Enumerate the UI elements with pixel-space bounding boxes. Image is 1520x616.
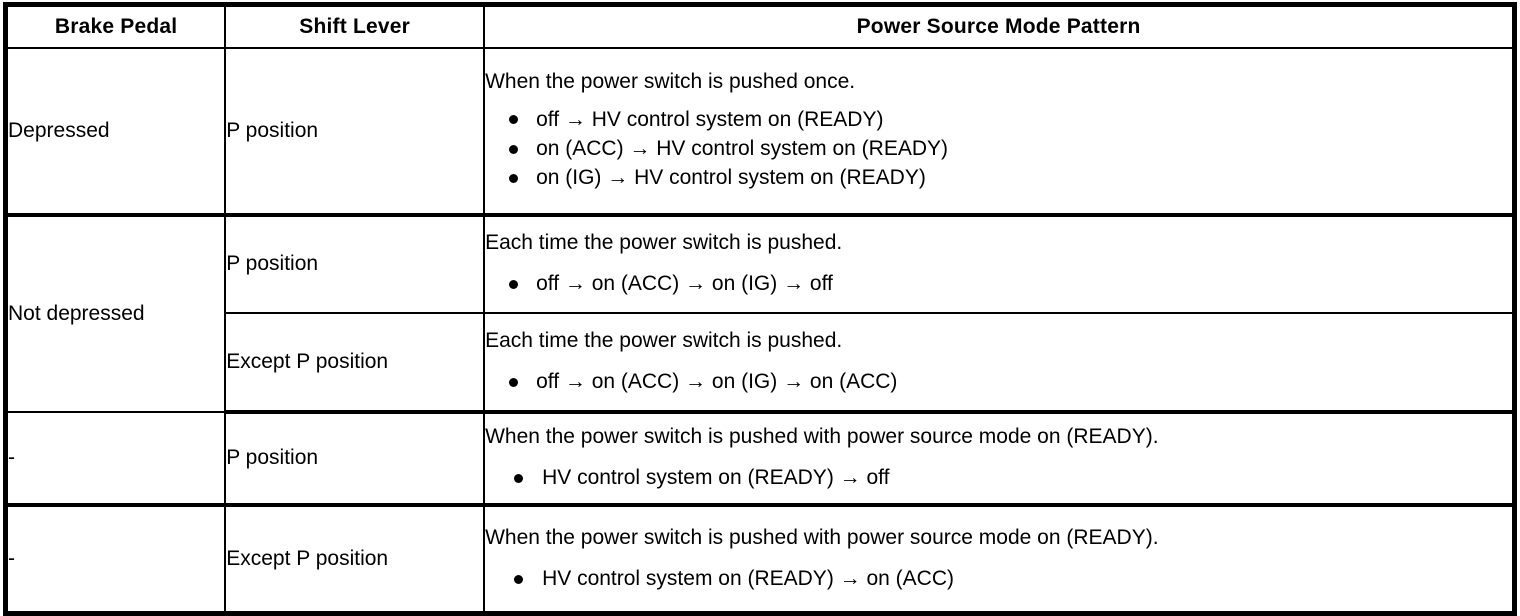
- table-row: Not depressed P position Each time the p…: [4, 214, 1516, 413]
- bullet-icon: [514, 574, 524, 584]
- pattern-bullet-item: off → on (ACC) → on (IG) → on (ACC): [485, 367, 1512, 396]
- cell-shift-lever: Except P position: [224, 312, 486, 414]
- pattern-bullet-item: on (IG) → HV control system on (READY): [485, 163, 1512, 192]
- table-row: Depressed P position When the power swit…: [4, 47, 1516, 217]
- pattern-bullet-text: off → on (ACC) → on (IG) → off: [536, 272, 833, 296]
- cell-power-source-mode-pattern: Each time the power switch is pushed. of…: [483, 214, 1516, 314]
- pattern-description: When the power switch is pushed once.: [485, 70, 856, 94]
- table-row: Except P position Each time the power sw…: [6, 312, 1516, 414]
- bullet-icon: [509, 377, 519, 387]
- cell-shift-lever: P position: [224, 47, 486, 217]
- pattern-bullet-text: off → HV control system on (READY): [536, 107, 884, 131]
- cell-power-source-mode-pattern: When the power switch is pushed with pow…: [483, 411, 1516, 507]
- column-header-power-source-mode-pattern: Power Source Mode Pattern: [483, 3, 1516, 49]
- bullet-icon: [509, 115, 519, 125]
- column-header-shift-lever: Shift Lever: [224, 3, 486, 49]
- pattern-bullet-text: on (IG) → HV control system on (READY): [536, 166, 926, 190]
- pattern-bullet-list: off → on (ACC) → on (IG) → off: [485, 269, 1512, 298]
- pattern-description: Each time the power switch is pushed.: [485, 328, 843, 352]
- cell-shift-lever: P position: [224, 411, 486, 507]
- pattern-bullet-list: off → HV control system on (READY) on (A…: [485, 105, 1512, 193]
- pattern-bullet-item: HV control system on (READY) → off: [485, 463, 1512, 492]
- table-header-row: Brake Pedal Shift Lever Power Source Mod…: [4, 3, 1516, 49]
- cell-brake-pedal: Not depressed: [4, 214, 227, 413]
- bullet-icon: [509, 174, 519, 183]
- cell-power-source-mode-pattern: When the power switch is pushed with pow…: [483, 504, 1516, 615]
- pattern-bullet-list: HV control system on (READY) → on (ACC): [485, 564, 1512, 593]
- pattern-bullet-text: HV control system on (READY) → on (ACC): [542, 566, 954, 590]
- cell-brake-pedal: Depressed: [4, 47, 227, 217]
- pattern-bullet-item: on (ACC) → HV control system on (READY): [485, 134, 1512, 163]
- pattern-bullet-text: off → on (ACC) → on (IG) → on (ACC): [536, 369, 898, 393]
- pattern-bullet-text: HV control system on (READY) → off: [542, 466, 890, 490]
- column-header-brake-pedal: Brake Pedal: [4, 3, 227, 49]
- table-header: Brake Pedal Shift Lever Power Source Mod…: [4, 3, 1516, 49]
- pattern-description: Each time the power switch is pushed.: [485, 231, 843, 255]
- cell-brake-pedal: -: [4, 411, 227, 507]
- pattern-description: When the power switch is pushed with pow…: [485, 525, 1159, 549]
- cell-shift-lever: P position: [224, 214, 486, 314]
- bullet-icon: [509, 144, 519, 154]
- table-body: Depressed P position When the power swit…: [4, 47, 1516, 615]
- cell-power-source-mode-pattern: When the power switch is pushed once. of…: [483, 47, 1516, 217]
- table-row: - P position When the power switch is pu…: [4, 411, 1516, 507]
- pattern-bullet-list: HV control system on (READY) → off: [485, 463, 1512, 492]
- bullet-icon: [509, 280, 519, 290]
- cell-shift-lever: Except P position: [224, 504, 486, 615]
- pattern-bullet-text: on (ACC) → HV control system on (READY): [536, 136, 948, 160]
- bullet-icon: [514, 474, 524, 484]
- table-row: - Except P position When the power switc…: [4, 504, 1516, 615]
- power-source-mode-table: Brake Pedal Shift Lever Power Source Mod…: [3, 2, 1517, 616]
- pattern-description: When the power switch is pushed with pow…: [485, 425, 1159, 449]
- cell-power-source-mode-pattern: Each time the power switch is pushed. of…: [483, 312, 1516, 414]
- pattern-bullet-item: off → on (ACC) → on (IG) → off: [485, 269, 1512, 298]
- cell-brake-pedal: -: [4, 504, 227, 615]
- pattern-bullet-item: HV control system on (READY) → on (ACC): [485, 564, 1512, 593]
- pattern-bullet-list: off → on (ACC) → on (IG) → on (ACC): [485, 367, 1512, 396]
- pattern-bullet-item: off → HV control system on (READY): [485, 105, 1512, 134]
